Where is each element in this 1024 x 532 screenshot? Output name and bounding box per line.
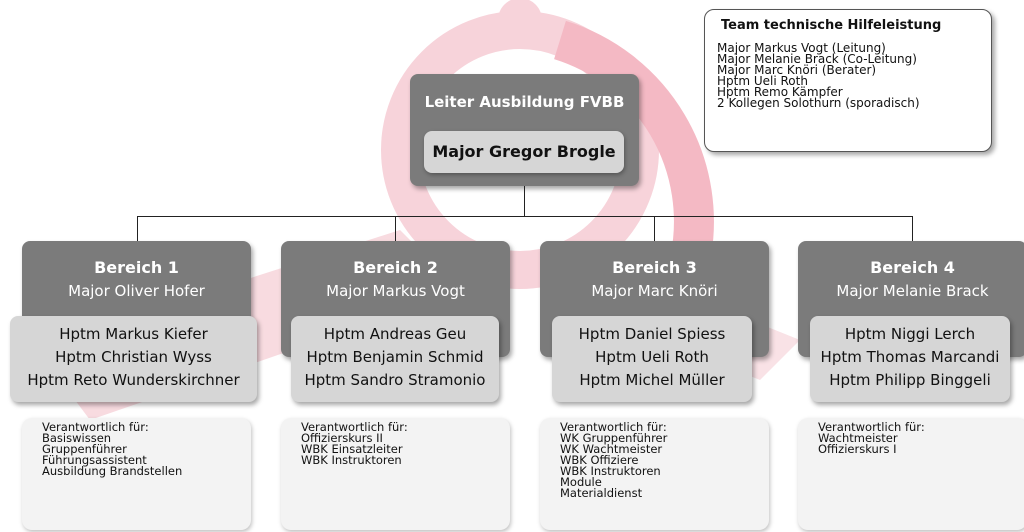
section-1-hptm-box: Hptm Markus Kiefer Hptm Christian Wyss H… (10, 316, 257, 402)
responsibility-item: Ausbildung Brandstellen (42, 464, 183, 478)
team-box: Team technische Hilfeleistung Major Mark… (704, 9, 992, 152)
hptm-name: Hptm Sandro Stramonio (304, 371, 486, 389)
hptm-name: Hptm Michel Müller (579, 371, 725, 389)
team-member: Major Marc Knöri (Berater) (717, 63, 877, 77)
section-4-major: Major Melanie Brack (836, 282, 989, 300)
connector-line (137, 216, 913, 217)
connector-line (137, 216, 138, 241)
connector-line (524, 186, 525, 216)
responsibility-item: Führungsassistent (42, 453, 147, 467)
hptm-name: Hptm Niggi Lerch (844, 325, 976, 343)
section-3-major: Major Marc Knöri (591, 282, 718, 300)
hptm-name: Hptm Benjamin Schmid (306, 348, 484, 366)
connector-line (395, 216, 396, 241)
hptm-name: Hptm Ueli Roth (595, 348, 709, 366)
responsibility-item: Module (560, 475, 602, 489)
hptm-name: Hptm Daniel Spiess (578, 325, 726, 343)
team-member: Hptm Remo Kämpfer (717, 85, 843, 99)
responsibility-item: Basiswissen (42, 431, 112, 445)
responsibility-item: Offizierskurs II (301, 431, 383, 445)
section-2-hptm-box: Hptm Andreas Geu Hptm Benjamin Schmid Hp… (291, 316, 499, 402)
section-4-hptm-box: Hptm Niggi Lerch Hptm Thomas Marcandi Hp… (810, 316, 1010, 402)
hptm-name: Hptm Philipp Binggeli (829, 371, 991, 389)
top-node-title: Leiter Ausbildung FVBB (424, 93, 625, 111)
responsibility-item: WBK Instruktoren (301, 453, 402, 467)
section-3-responsibilities: Verantwortlich für: WK Gruppenführer WK … (540, 418, 769, 530)
responsibilities-label: Verantwortlich für: (560, 420, 667, 434)
responsibilities-label: Verantwortlich für: (42, 420, 149, 434)
team-member-list: Major Markus Vogt (Leitung) Major Melani… (717, 41, 979, 110)
section-3-title: Bereich 3 (612, 258, 697, 277)
team-member: Major Melanie Brack (Co-Leitung) (717, 52, 917, 66)
section-4-responsibilities: Verantwortlich für: Wachtmeister Offizie… (798, 418, 1024, 530)
team-title: Team technische Hilfeleistung (721, 18, 942, 33)
hptm-name: Hptm Markus Kiefer (59, 325, 208, 343)
connector-line (912, 216, 913, 241)
section-3-hptm-box: Hptm Daniel Spiess Hptm Ueli Roth Hptm M… (552, 316, 752, 402)
responsibility-item: WBK Instruktoren (560, 464, 661, 478)
responsibility-item: WBK Offiziere (560, 453, 639, 467)
responsibility-item: WBK Einsatzleiter (301, 442, 403, 456)
section-2-title: Bereich 2 (353, 258, 438, 277)
section-4-title: Bereich 4 (870, 258, 955, 277)
hptm-name: Hptm Thomas Marcandi (820, 348, 1000, 366)
section-1-major: Major Oliver Hofer (68, 282, 205, 300)
responsibility-item: Materialdienst (560, 486, 643, 500)
connector-line (654, 216, 655, 241)
responsibility-item: Gruppenführer (42, 442, 127, 456)
section-1-responsibilities: Verantwortlich für: Basiswissen Gruppenf… (22, 418, 251, 530)
team-member: Hptm Ueli Roth (717, 74, 808, 88)
team-member: Major Markus Vogt (Leitung) (717, 41, 886, 55)
hptm-name: Hptm Andreas Geu (323, 325, 467, 343)
responsibility-item: WK Wachtmeister (560, 442, 663, 456)
responsibility-item: WK Gruppenführer (560, 431, 668, 445)
responsibility-item: Offizierskurs I (818, 442, 897, 456)
top-node-name: Major Gregor Brogle (424, 131, 624, 173)
team-member: 2 Kollegen Solothurn (sporadisch) (717, 96, 920, 110)
section-2-major: Major Markus Vogt (326, 282, 465, 300)
hptm-name: Hptm Christian Wyss (55, 348, 212, 366)
hptm-name: Hptm Reto Wunderskirchner (27, 371, 240, 389)
section-2-responsibilities: Verantwortlich für: Offizierskurs II WBK… (281, 418, 510, 530)
responsibilities-label: Verantwortlich für: (818, 420, 925, 434)
responsibility-item: Wachtmeister (818, 431, 898, 445)
responsibilities-label: Verantwortlich für: (301, 420, 408, 434)
section-1-title: Bereich 1 (94, 258, 179, 277)
